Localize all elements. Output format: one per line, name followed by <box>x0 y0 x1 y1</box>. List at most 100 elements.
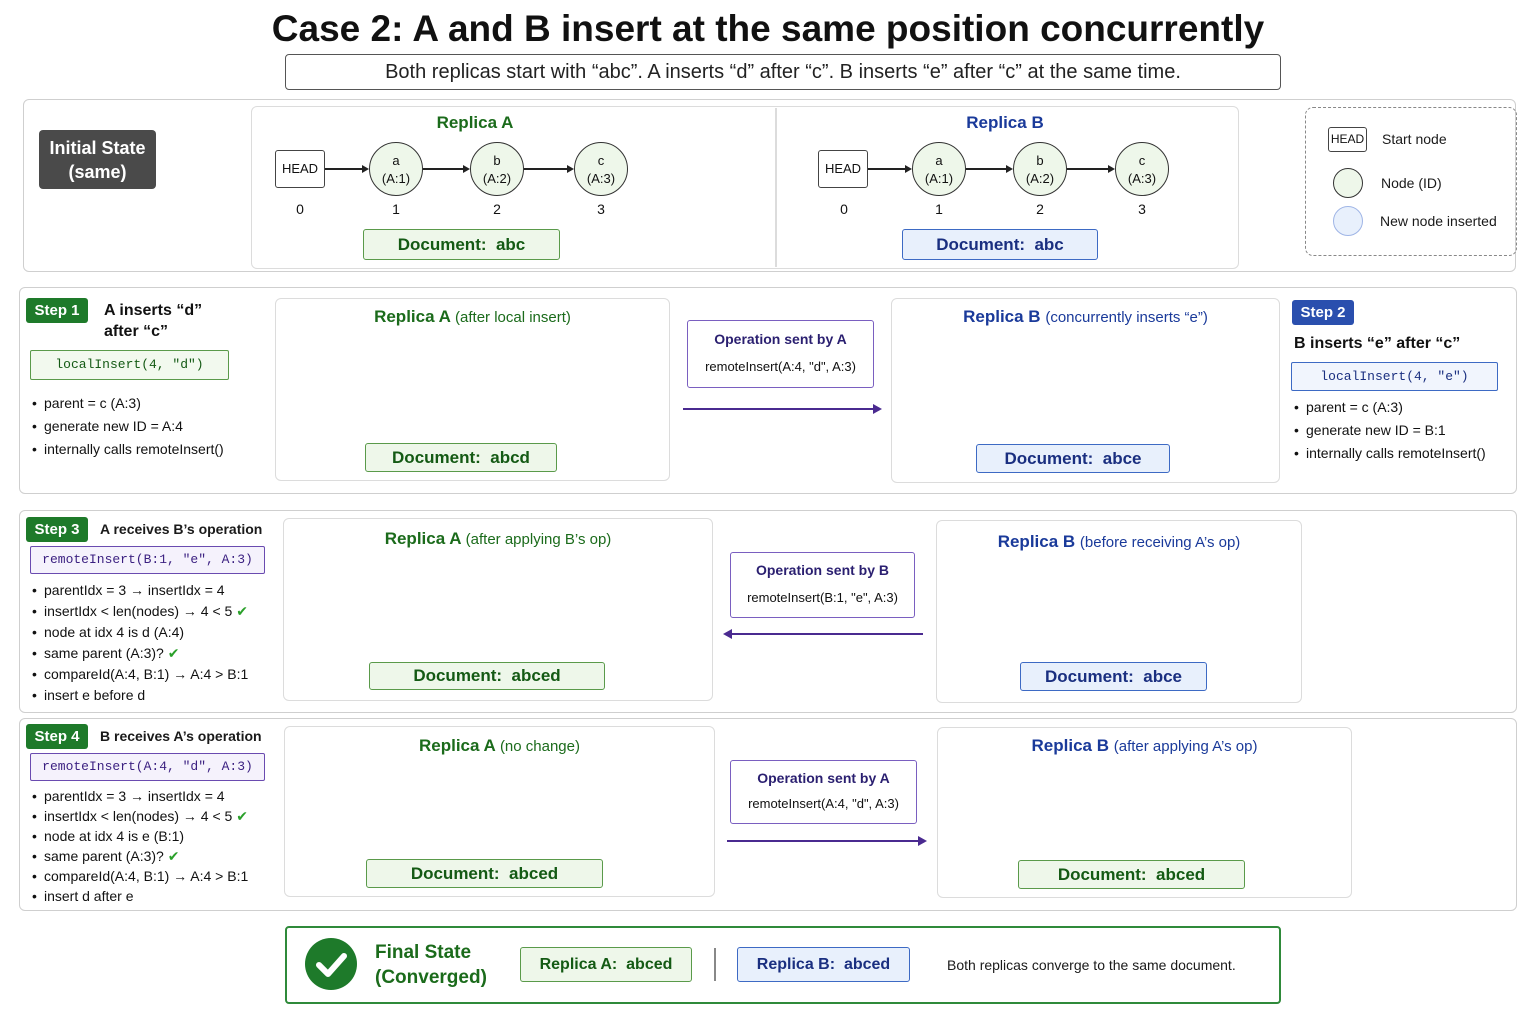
final-state-title: Final State (Converged) <box>375 940 487 990</box>
initial-replica-a-arrow-head <box>567 165 574 173</box>
initial-replica-a-index: 0 <box>296 201 304 217</box>
step4-arrow-head <box>918 836 927 846</box>
initial-replica-b-arrow-head <box>1006 165 1013 173</box>
step3-badge: Step 3 <box>26 517 88 542</box>
node-char: c <box>1138 152 1146 168</box>
step2-bullets: parent = c (A:3) generate new ID = B:1 i… <box>1292 397 1486 464</box>
initial-replica-a-arrow-line <box>423 168 463 170</box>
initial-replica-a-document: Document: abc <box>363 229 560 260</box>
check-icon: ✔ <box>236 808 248 824</box>
initial-replica-a-arrow-head <box>362 165 369 173</box>
list-item: compareId(A:4, B:1) → A:4 > B:1 <box>30 866 248 886</box>
doc-label: Document: <box>1057 865 1147 884</box>
step4-heading: B receives A’s operation <box>100 728 262 744</box>
doc-value: abc <box>1034 235 1064 254</box>
list-item: insert e before d <box>30 685 248 706</box>
initial-replica-b-document: Document: abc <box>902 229 1098 260</box>
replica-title: Replica B <box>963 307 1041 326</box>
replica-title: Replica A <box>374 307 451 326</box>
initial-state-badge-line1: Initial State <box>49 138 146 158</box>
list-item: insert d after e <box>30 886 248 906</box>
final-replica-b: Replica B: abced <box>737 947 910 982</box>
initial-replica-b-arrow-head <box>905 165 912 173</box>
replica-title: Replica B <box>1031 736 1110 755</box>
step1-badge: Step 1 <box>26 298 88 323</box>
doc-label: Document: <box>413 666 503 685</box>
step4-replica-b-document: Document: abced <box>1018 860 1245 889</box>
doc-label: Document: <box>936 235 1026 254</box>
doc-value: abce <box>1143 667 1182 686</box>
step3-code: remoteInsert(B:1, "e", A:3) <box>30 546 265 574</box>
legend <box>1305 107 1517 256</box>
step3-bullets: parentIdx = 3 → insertIdx = 4 insertIdx … <box>30 580 248 706</box>
node-id: (A:2) <box>482 170 512 186</box>
list-item: generate new ID = A:4 <box>30 416 224 437</box>
replica-note: (no change) <box>499 738 580 755</box>
page-subtitle: Both replicas start with “abc”. A insert… <box>285 54 1281 90</box>
step1-code: localInsert(4, "d") <box>30 350 229 380</box>
node-char: b <box>1036 152 1044 168</box>
replica-note: (concurrently inserts “e”) <box>1045 309 1208 326</box>
node-id: (A:1) <box>381 170 411 186</box>
step4-replica-a-title: Replica A (no change) <box>284 736 715 756</box>
initial-replica-b-arrow-line <box>1067 168 1108 170</box>
initial-replica-a-arrow-line <box>325 168 362 170</box>
initial-divider <box>775 108 777 267</box>
legend-start-node-label: Start node <box>1382 131 1447 147</box>
doc-value: abcd <box>490 448 530 467</box>
step4-operation-box: Operation sent by A remoteInsert(A:4, "d… <box>730 760 917 824</box>
initial-replica-a-node-b: b(A:2) <box>470 142 524 196</box>
checkmark-icon-svg <box>316 953 347 977</box>
list-item: parentIdx = 3 → insertIdx = 4 <box>30 580 248 601</box>
step2-code: localInsert(4, "e") <box>1291 362 1498 391</box>
step1-bullets: parent = c (A:3) generate new ID = A:4 i… <box>30 393 224 460</box>
initial-replica-a-index: 1 <box>392 201 400 217</box>
step1-heading-line1: A inserts “d” <box>104 302 203 319</box>
doc-label: Document: <box>410 864 500 883</box>
step4-replica-a-panel <box>284 726 715 897</box>
list-item: parent = c (A:3) <box>30 393 224 414</box>
legend-new-node-icon <box>1333 206 1363 236</box>
final-title-line1: Final State <box>375 942 472 963</box>
doc-label: Document: <box>392 448 481 467</box>
step3-replica-a-title: Replica A (after applying B’s op) <box>283 529 713 549</box>
replica-note: (before receiving A’s op) <box>1079 534 1241 551</box>
replica-note: (after local insert) <box>455 309 571 326</box>
initial-replica-b-index: 3 <box>1138 201 1146 217</box>
node-char: c <box>597 152 605 168</box>
step1-heading-line2: after “c” <box>104 323 169 340</box>
operation-code: remoteInsert(A:4, "d", A:3) <box>705 359 856 374</box>
list-item: internally calls remoteInsert() <box>1292 443 1486 464</box>
node-id: (A:3) <box>586 170 616 186</box>
list-item: node at idx 4 is e (B:1) <box>30 826 248 846</box>
legend-node-icon <box>1333 168 1363 198</box>
initial-replica-b-title: Replica B <box>966 113 1044 132</box>
step4-bullets: parentIdx = 3 → insertIdx = 4 insertIdx … <box>30 786 248 906</box>
initial-replica-b-arrow-line <box>868 168 905 170</box>
initial-replica-a-index: 3 <box>597 201 605 217</box>
step4-replica-b-title: Replica B (after applying A’s op) <box>937 736 1352 756</box>
replica-title: Replica B <box>997 532 1076 551</box>
step4-code: remoteInsert(A:4, "d", A:3) <box>30 753 265 781</box>
operation-title: Operation sent by B <box>755 562 890 578</box>
list-item: node at idx 4 is d (A:4) <box>30 622 248 643</box>
step1-arrow-line <box>683 408 873 410</box>
initial-replica-b-index: 2 <box>1036 201 1044 217</box>
legend-head-icon: HEAD <box>1328 127 1367 152</box>
operation-code: remoteInsert(B:1, "e", A:3) <box>747 590 898 605</box>
node-char: a <box>392 152 400 168</box>
step2-badge: Step 2 <box>1292 300 1354 325</box>
step3-replica-b-title: Replica B (before receiving A’s op) <box>936 532 1302 552</box>
replica-note: (after applying A’s op) <box>1113 738 1258 755</box>
final-replica-a-value: abced <box>626 956 673 973</box>
step1-heading: A inserts “d” after “c” <box>104 300 202 342</box>
doc-value: abced <box>511 666 561 685</box>
step3-replica-a-document: Document: abced <box>369 662 605 690</box>
replica-title: Replica A <box>384 529 461 548</box>
list-item: parentIdx = 3 → insertIdx = 4 <box>30 786 248 806</box>
initial-replica-a-title: Replica A <box>436 113 514 132</box>
list-item: insertIdx < len(nodes) → 4 < 5 ✔ <box>30 601 248 622</box>
replica-title: Replica A <box>418 736 496 755</box>
initial-replica-b-index: 0 <box>840 201 848 217</box>
check-icon: ✔ <box>236 603 248 619</box>
